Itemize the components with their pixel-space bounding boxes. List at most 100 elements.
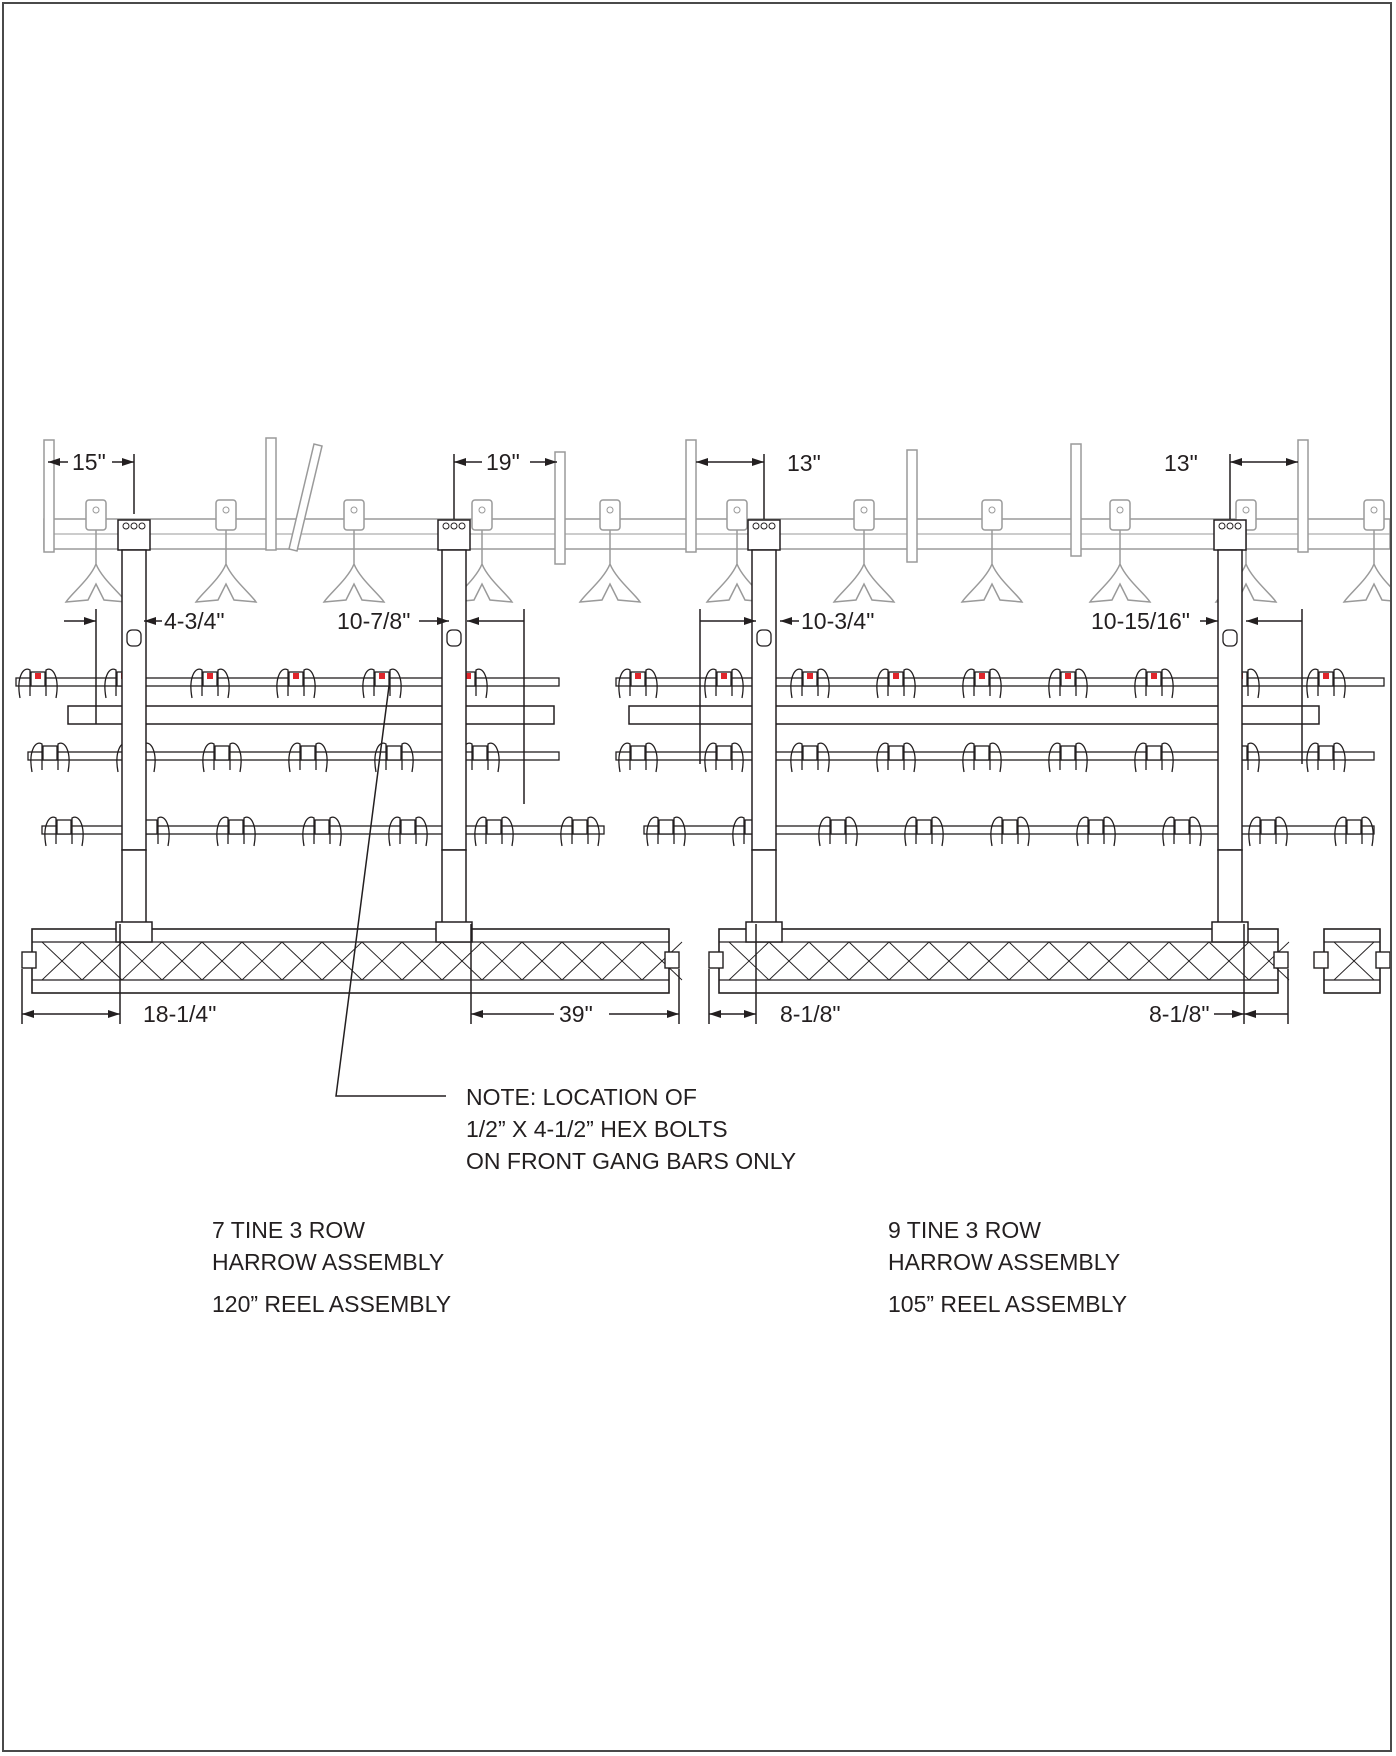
right-harrow-line-2: HARROW ASSEMBLY: [888, 1249, 1121, 1275]
tine-clamp: [1134, 668, 1174, 699]
frame-upright-plate: [554, 451, 566, 565]
tine-clamp: [18, 668, 58, 699]
tine-clamp: [790, 668, 830, 699]
dim-label: 10-3/4": [801, 608, 874, 634]
sweep-shank: [578, 499, 642, 603]
note-line-2: 1/2” X 4-1/2” HEX BOLTS: [466, 1116, 728, 1142]
tine-clamp: [30, 742, 70, 773]
tine-clamp: [1306, 742, 1346, 773]
tine-clamp: [990, 816, 1030, 847]
sweep-shank: [832, 499, 896, 603]
tine-clamp: [618, 742, 658, 773]
dimension-callouts: 15" 19" 13" 13": [21, 448, 1303, 1027]
tine-clamp: [362, 668, 402, 699]
note-text: NOTE: LOCATION OF 1/2” X 4-1/2” HEX BOLT…: [466, 1081, 796, 1177]
tine-clamp: [302, 816, 342, 847]
dim-4-3-4in: 4-3/4": [64, 608, 225, 724]
hex-bolt-highlight: [893, 673, 899, 679]
sweep-shank: [194, 499, 258, 603]
hex-bolt-highlight: [379, 673, 385, 679]
front-shank-frame-faded: [43, 437, 1390, 603]
tine-clamp: [876, 742, 916, 773]
tine-clamp: [790, 742, 830, 773]
hex-bolt-highlight: [1323, 673, 1329, 679]
sweep-shank: [705, 499, 769, 603]
left-harrow-line-2: HARROW ASSEMBLY: [212, 1249, 445, 1275]
dim-label: 10-7/8": [337, 608, 410, 634]
harrow-assembly-drawing: 15" 19" 13" 13": [15, 437, 1390, 1097]
left-assembly-caption: 7 TINE 3 ROW HARROW ASSEMBLY 120” REEL A…: [212, 1214, 451, 1320]
hex-bolt-highlight: [635, 673, 641, 679]
hex-bolt-highlight: [207, 673, 213, 679]
hex-bolt-highlight: [293, 673, 299, 679]
frame-upright-plate: [43, 439, 55, 553]
hex-bolt-highlight: [721, 673, 727, 679]
mounting-arm: [745, 519, 783, 943]
dim-8-1-8in-a: 8-1/8": [708, 924, 841, 1027]
hex-bolt-highlight: [807, 673, 813, 679]
frame-upright-plate: [1297, 439, 1309, 553]
dim-label: 13": [787, 450, 821, 476]
sweep-shank: [450, 499, 514, 603]
gang-bar: [27, 751, 560, 761]
sweep-shank: [1088, 499, 1152, 603]
hex-bolt-highlight: [1151, 673, 1157, 679]
dim-13in-a: 13": [696, 450, 821, 519]
tine-clamp: [704, 668, 744, 699]
dim-18-1-4in: 18-1/4": [21, 924, 216, 1027]
hex-bolt-highlight: [465, 673, 471, 679]
dim-19in: 19": [453, 448, 557, 519]
hex-bolt-highlight: [979, 673, 985, 679]
angled-frame-brace: [288, 443, 323, 552]
note-line-3: ON FRONT GANG BARS ONLY: [466, 1148, 797, 1174]
tine-clamp: [1248, 816, 1288, 847]
tine-clamp: [374, 742, 414, 773]
frame-upright-plate: [1070, 443, 1082, 557]
tine-clamp: [276, 668, 316, 699]
tine-clamp: [876, 668, 916, 699]
leader-line: [335, 685, 446, 1097]
tine-clamp: [1134, 742, 1174, 773]
tine-clamp: [704, 742, 744, 773]
tine-clamp: [1162, 816, 1202, 847]
dim-8-1-8in-b: 8-1/8": [1149, 924, 1289, 1027]
dim-label: 19": [486, 449, 520, 475]
dim-15in: 15": [48, 448, 135, 514]
rolling-reel-baskets: [21, 928, 1390, 994]
tine-clamp: [216, 816, 256, 847]
tine-clamp: [560, 816, 600, 847]
dim-10-15-16in: 10-15/16": [1091, 608, 1303, 764]
mounting-arm: [1211, 519, 1249, 943]
right-harrow-crossbar: [628, 705, 1320, 725]
tine-clamp: [388, 816, 428, 847]
dim-label: 8-1/8": [780, 1001, 841, 1027]
dim-label: 8-1/8": [1149, 1001, 1210, 1027]
dim-label: 4-3/4": [164, 608, 225, 634]
right-harrow-line-1: 9 TINE 3 ROW: [888, 1217, 1041, 1243]
tine-clamp: [288, 742, 328, 773]
dim-label: 15": [72, 449, 106, 475]
tine-clamp: [44, 816, 84, 847]
left-harrow-crossbar: [67, 705, 555, 725]
gang-bar: [615, 751, 1375, 761]
tine-clamp: [1048, 668, 1088, 699]
tine-clamp: [190, 668, 230, 699]
sweep-shank: [64, 499, 128, 603]
sweep-shank: [1342, 499, 1390, 603]
left-harrow-line-1: 7 TINE 3 ROW: [212, 1217, 365, 1243]
tine-clamp: [618, 668, 658, 699]
tine-clamp: [1334, 816, 1374, 847]
tine-clamp: [1306, 668, 1346, 699]
hex-bolt-highlight: [1065, 673, 1071, 679]
frame-upright-plate: [685, 439, 697, 553]
dim-10-7-8in: 10-7/8": [337, 608, 525, 804]
tine-clamp: [474, 816, 514, 847]
dim-label: 18-1/4": [143, 1001, 216, 1027]
sweep-shank: [960, 499, 1024, 603]
reel-basket: [708, 928, 1290, 994]
tine-clamp: [962, 668, 1002, 699]
note-line-1: NOTE: LOCATION OF: [466, 1084, 697, 1110]
tine-clamp: [818, 816, 858, 847]
dim-label: 39": [559, 1001, 593, 1027]
